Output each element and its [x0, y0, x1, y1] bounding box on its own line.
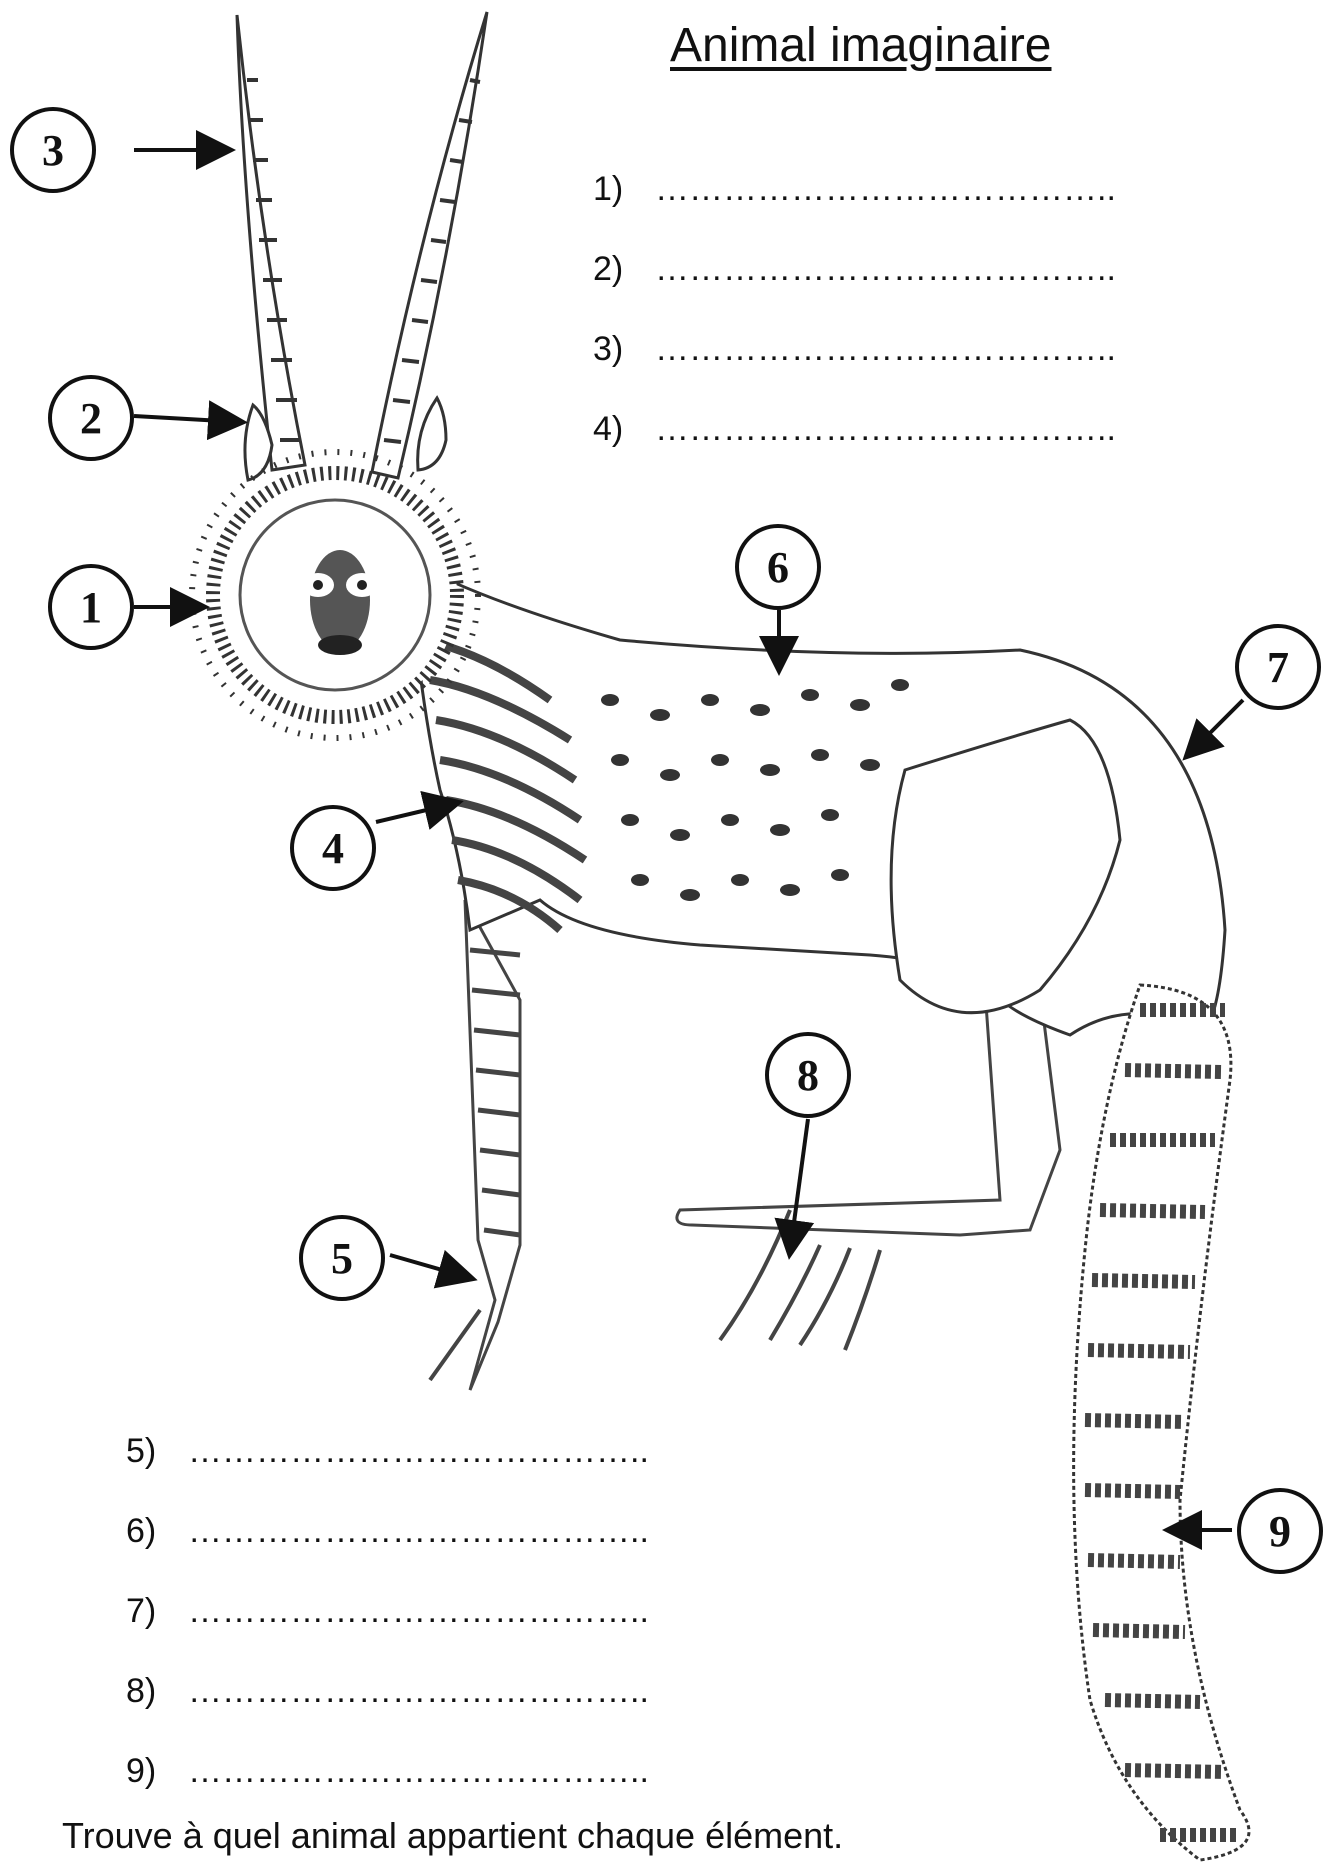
callout-8: 8 — [765, 1032, 851, 1118]
instruction-text: Trouve à quel animal appartient chaque é… — [62, 1815, 843, 1857]
callout-6: 6 — [735, 524, 821, 610]
tail-drawing — [1074, 985, 1249, 1860]
callout-1: 1 — [48, 564, 134, 650]
callout-9: 9 — [1237, 1488, 1323, 1574]
callout-4: 4 — [290, 805, 376, 891]
callout-7: 7 — [1235, 624, 1321, 710]
callout-2: 2 — [48, 375, 134, 461]
callout-5: 5 — [299, 1215, 385, 1301]
callout-3: 3 — [10, 107, 96, 193]
body-drawing — [408, 560, 1225, 1035]
horns-drawing — [237, 12, 487, 478]
